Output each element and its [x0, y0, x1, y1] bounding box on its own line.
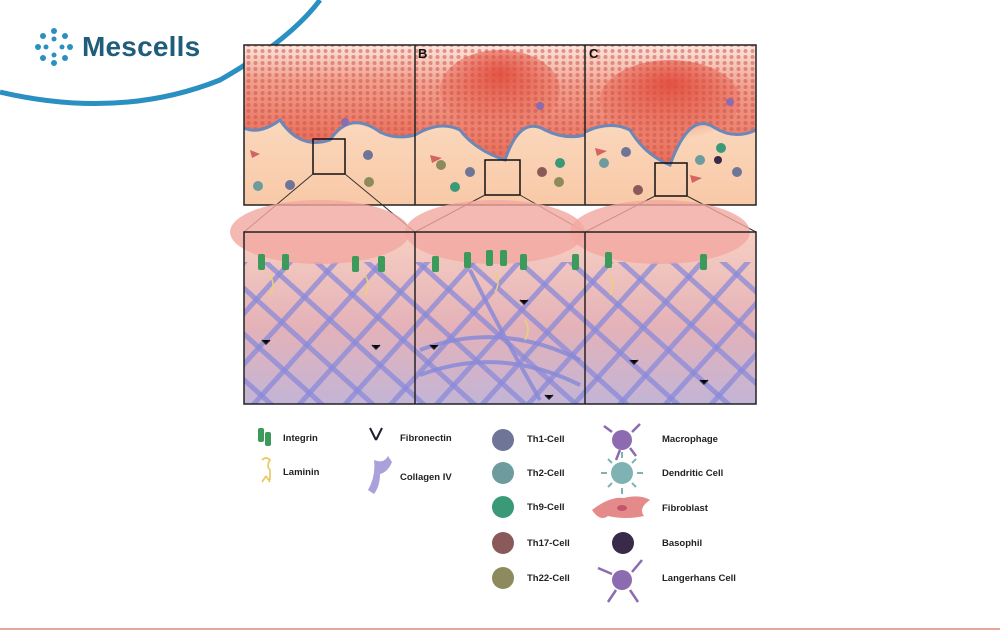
zoom-panels [230, 200, 756, 404]
panel-c [584, 45, 757, 205]
legend-label-macrophage: Macrophage [662, 434, 718, 445]
laminin-icon [261, 457, 272, 483]
collagen-icon [368, 456, 392, 494]
legend-label-th22: Th22-Cell [527, 573, 570, 584]
legend-label-th2: Th2-Cell [527, 468, 565, 479]
panel-a [243, 45, 416, 205]
brand-logo: Mescells [34, 27, 200, 67]
legend-label-fibronectin: Fibronectin [400, 433, 452, 444]
zoom-box-b [484, 159, 521, 196]
legend-label-th9: Th9-Cell [527, 502, 565, 513]
macrophage-icon [603, 423, 641, 461]
legend-label-th17: Th17-Cell [527, 538, 570, 549]
footer-rule [0, 628, 1000, 630]
th22-cell-icon [492, 567, 514, 589]
th2-cell-icon [492, 462, 514, 484]
basophil-icon [612, 532, 634, 554]
integrin-icon [258, 428, 271, 446]
legend-label-basophil: Basophil [662, 538, 703, 549]
legend-label-dendritic-cell: Dendritic Cell [662, 468, 724, 479]
logo-icon [35, 28, 73, 66]
th17-cell-icon [492, 532, 514, 554]
langerhans-cell-icon [597, 559, 643, 603]
legend-label-th1: Th1-Cell [527, 434, 565, 445]
legend-label-laminin: Laminin [283, 467, 320, 478]
legend-label-integrin: Integrin [283, 433, 318, 444]
dermis-cells [250, 98, 742, 195]
dendritic-cell-icon [601, 452, 643, 494]
fibronectin-icon [369, 427, 383, 441]
zoom-box-a [312, 138, 346, 175]
panel-c-letter: C [589, 46, 599, 61]
legend-label-langerhans-cell: Langerhans Cell [662, 573, 736, 584]
legend-label-fibroblast: Fibroblast [662, 503, 708, 514]
th9-cell-icon [492, 496, 514, 518]
th1-cell-icon [492, 429, 514, 451]
fibroblast-icon [592, 496, 650, 518]
tcell-icons [492, 429, 514, 589]
legend-label-collagen: Collagen IV [400, 472, 452, 483]
brand-name: Mescells [82, 31, 201, 62]
zoom-box-c [654, 162, 688, 197]
brand-arc [0, 0, 322, 106]
panel-b-letter: B [418, 46, 428, 61]
